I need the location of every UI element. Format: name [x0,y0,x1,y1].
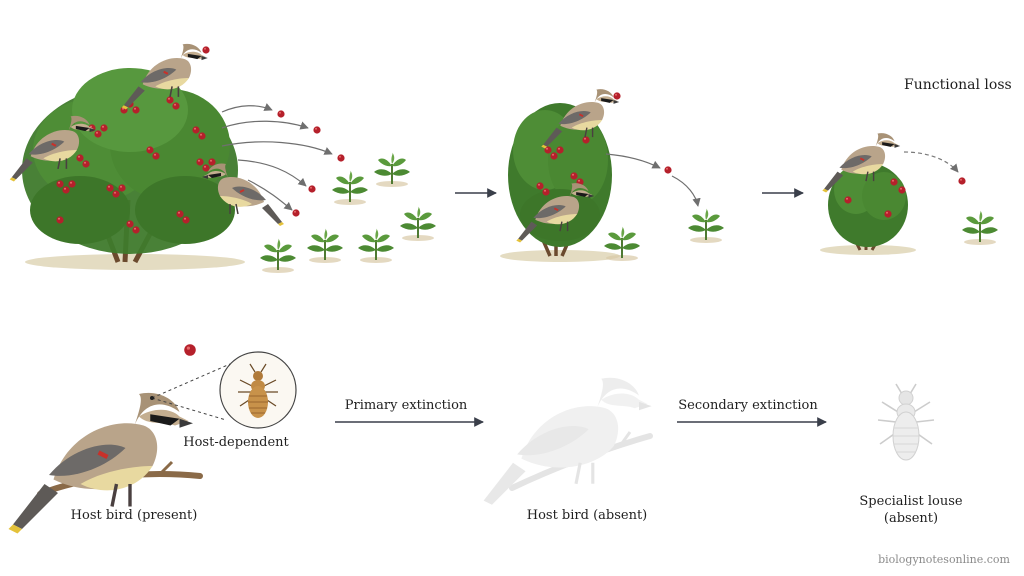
berry [56,180,64,188]
berry [126,220,134,228]
berry [542,188,550,196]
medium-berry-bush [500,103,620,262]
berry [176,210,184,218]
berry [82,160,90,168]
berry [112,190,120,198]
specialist-louse-label: Specialist louse [859,494,963,509]
berry [152,152,160,160]
berry [100,124,108,132]
berry [182,216,190,224]
berry [556,146,564,154]
berry [132,226,140,234]
host-bird-present [9,344,203,533]
dispersed-seed [664,166,672,174]
weak-dispersal-arrow [903,151,959,173]
louse-absent-label: (absent) [883,511,939,526]
berry [198,132,206,140]
secondary-extinction-label: Secondary extinction [678,398,818,413]
seedling [961,209,999,246]
berry [118,184,126,192]
berry [76,154,84,162]
berry [94,130,102,138]
berry [62,186,70,194]
berry [202,164,210,172]
host-bird-absent [483,377,653,505]
berry [582,136,590,144]
louse-inset [219,351,297,429]
berry [68,180,76,188]
berry [106,184,114,192]
berry [570,172,578,180]
berry [56,216,64,224]
berry [132,106,140,114]
dispersal-arrow [605,153,661,169]
dispersal-arrow [671,175,701,207]
functional-loss-label: Functional loss [904,77,1012,93]
berry [536,182,544,190]
berry [146,146,154,154]
dispersed-seeds [277,110,345,217]
berry [172,102,180,110]
dispersed-seed [958,177,966,185]
berry [613,92,621,100]
host-attachment-point [150,396,154,400]
berry [166,96,174,104]
zoom-connector [151,363,231,421]
specialist-louse-absent [877,383,935,461]
berry [196,158,204,166]
host-present-label: Host bird (present) [70,508,198,523]
host-absent-label: Host bird (absent) [526,508,648,523]
source-credit: biologynotesonline.com [878,553,1010,566]
seedlings-group-1 [259,151,437,274]
host-dependent-label: Host-dependent [183,435,289,450]
seedlings-group-2 [603,207,725,262]
primary-extinction-label: Primary extinction [344,398,468,413]
berry [202,46,210,54]
berry [550,152,558,160]
dispersal-arrows [221,103,333,211]
berry [208,158,216,166]
berry [192,126,200,134]
